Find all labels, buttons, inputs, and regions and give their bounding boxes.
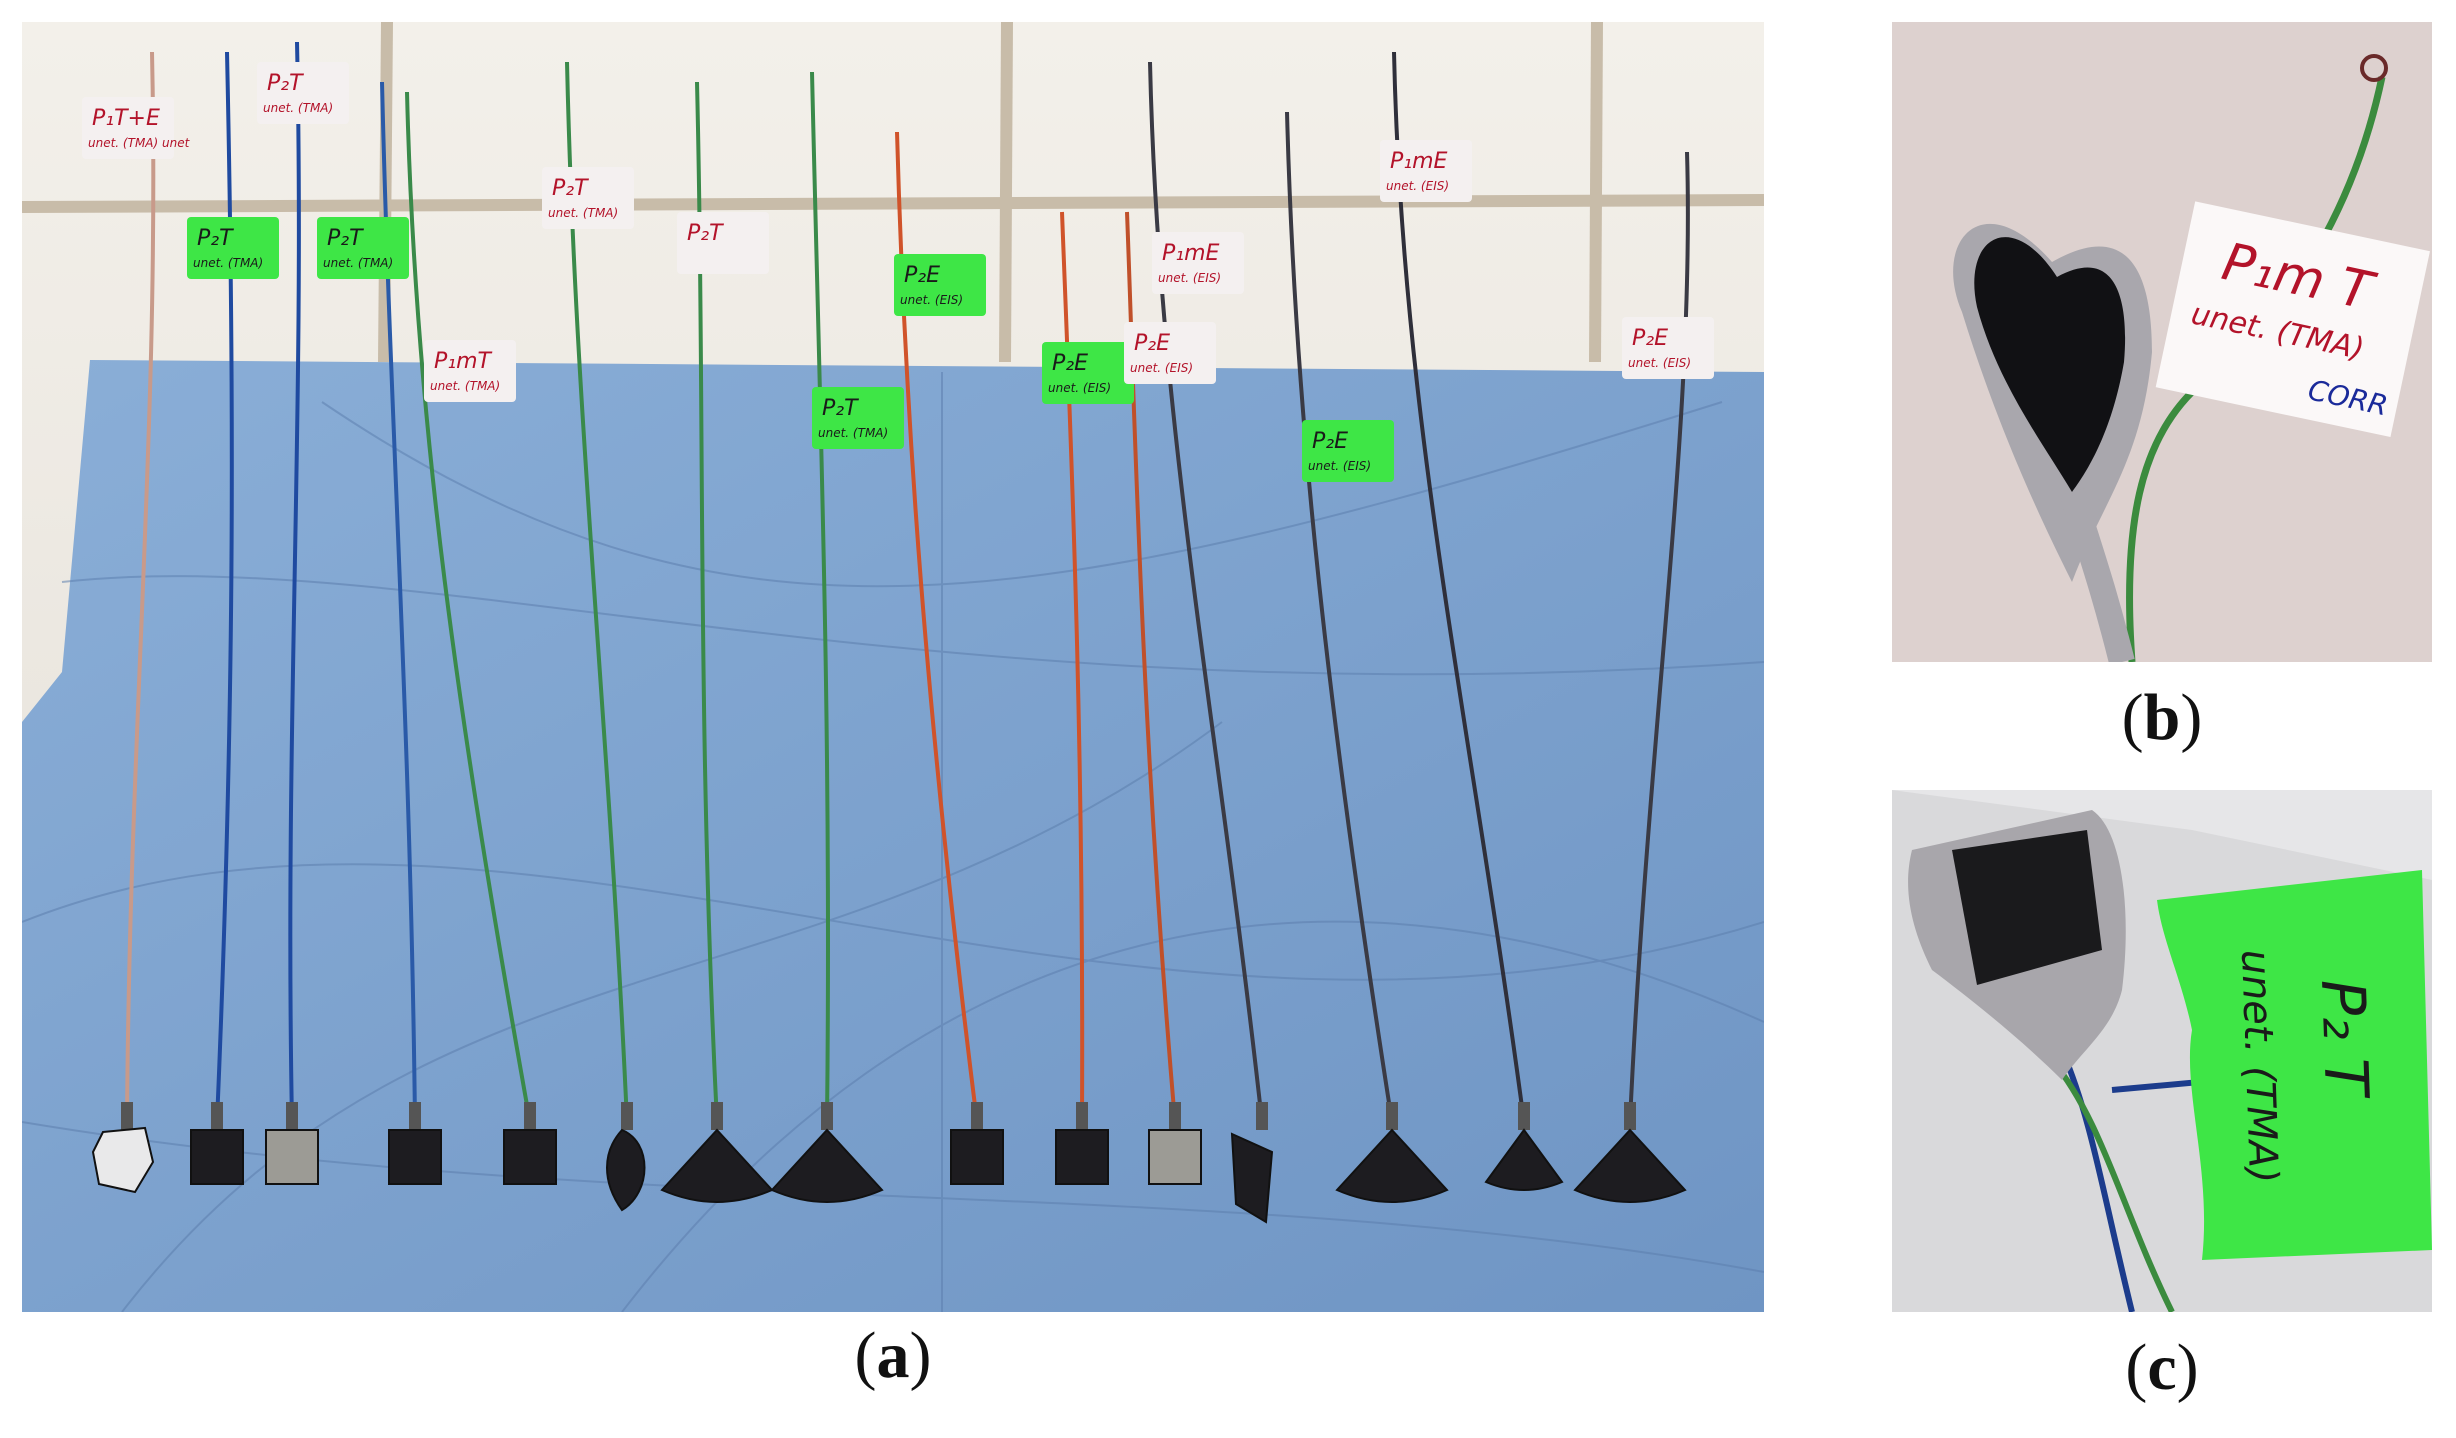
wire-green	[2049, 1058, 2175, 1312]
electrode-label-tag: P₂T unet. (TMA)	[542, 167, 634, 229]
electrode-sample	[1573, 1102, 1687, 1203]
electrode-sample	[606, 1102, 646, 1212]
electrode-sample	[770, 1102, 884, 1203]
electrode-label-tag: P₂E unet. (EIS)	[894, 254, 986, 316]
electrode-label-tag: P₂T unet. (TMA)	[257, 62, 349, 124]
tag-title: P₂E	[1312, 429, 1348, 454]
electrode-sample	[1055, 1102, 1109, 1185]
label-tag-c: P₂ T unet. (TMA)	[2157, 870, 2432, 1260]
electrode-sample	[388, 1102, 442, 1185]
tag-title: P₂T	[197, 226, 234, 251]
electrode-sample	[1230, 1102, 1274, 1224]
electrode-wire	[1060, 211, 1085, 1123]
blue-cloth	[22, 360, 1764, 1312]
tag-subtitle: unet. (EIS)	[1158, 271, 1221, 285]
tag-subtitle: unet. (TMA)	[323, 256, 393, 270]
tag-subtitle: unet. (TMA)	[430, 379, 500, 393]
tag-title: P₁mT	[434, 349, 493, 374]
electrode-wire	[1392, 51, 1526, 1123]
electrode-sample	[190, 1102, 244, 1185]
electrode-wire	[1148, 61, 1264, 1123]
tag-subtitle: unet. (TMA)	[818, 426, 888, 440]
electrode-wire	[288, 41, 301, 1123]
tag-title: P₂E	[1632, 326, 1668, 351]
caption-a: (a)	[854, 1319, 932, 1392]
electrode-label-tag: P₂T unet. (TMA)	[812, 387, 904, 449]
electrode-wire	[405, 91, 532, 1123]
electrode-label-tag: P₂T unet. (TMA)	[317, 217, 409, 279]
tag-title: P₂E	[1052, 351, 1088, 376]
electrode-wire	[810, 71, 831, 1123]
tag-subtitle: unet. (TMA)	[263, 101, 333, 115]
electrode-wire	[1285, 111, 1394, 1123]
electrode-label-tag: P₂E unet. (EIS)	[1302, 420, 1394, 482]
tag-subtitle: unet. (TMA)	[548, 206, 618, 220]
label-tag-b: P₁m T unet. (TMA) CORR	[2155, 201, 2430, 438]
wire-blue	[2059, 1048, 2135, 1312]
electrode-wire	[125, 51, 156, 1123]
photo-panel-c: P₂ T unet. (TMA)	[1892, 790, 2432, 1312]
tag-title: P₂T	[327, 226, 364, 251]
samples-group	[91, 1102, 1687, 1224]
tag-subtitle: unet. (EIS)	[1048, 381, 1111, 395]
caption-b: (b)	[2121, 681, 2203, 754]
tag-subtitle: unet. (TMA)	[193, 256, 263, 270]
tag-title: P₂T	[267, 71, 304, 96]
tag-title: P₂E	[904, 263, 940, 288]
electrode-sample	[660, 1102, 774, 1203]
electrode-wire	[1628, 151, 1690, 1123]
electrode-label-tag: P₂T unet. (TMA)	[187, 217, 279, 279]
electrode-wire	[215, 51, 234, 1123]
tag-subtitle: unet. (EIS)	[1628, 356, 1691, 370]
electrode-closeup-b: P₁m T unet. (TMA) CORR	[1892, 22, 2432, 662]
electrode-label-tag: P₁mE unet. (EIS)	[1152, 232, 1244, 294]
tag-title: P₂E	[1134, 331, 1170, 356]
photo-panel-b: P₁m T unet. (TMA) CORR	[1892, 22, 2432, 662]
caption-c: (c)	[2125, 1331, 2199, 1404]
electrode-label-tag: P₁mE unet. (EIS)	[1380, 140, 1472, 202]
tag-subtitle: unet. (EIS)	[1386, 179, 1449, 193]
tag-subtitle: unet. (EIS)	[1130, 361, 1193, 375]
tag-title: P₂T	[552, 176, 589, 201]
electrode-sample	[1484, 1102, 1564, 1191]
cloth-lines	[22, 372, 1764, 1312]
electrode-sample	[950, 1102, 1004, 1185]
electrode-sample	[1148, 1102, 1202, 1185]
electrode-label-tag: P₁T+E unet. (TMA) unet	[82, 97, 191, 159]
electrode-closeup-c: P₂ T unet. (TMA)	[1892, 790, 2432, 1312]
tag-title: P₂T	[822, 396, 859, 421]
tag-title: P₂T	[687, 221, 724, 246]
tag-title: P₁T+E	[92, 106, 160, 131]
tag-subtitle: unet. (EIS)	[900, 293, 963, 307]
electrode-sample	[265, 1102, 319, 1185]
tag-title: P₁mE	[1162, 241, 1220, 266]
electrode-sample	[1335, 1102, 1449, 1203]
wire-loop	[2360, 54, 2388, 82]
electrode-label-tag: P₂E unet. (EIS)	[1124, 322, 1216, 384]
electrode-label-tag: P₁mT unet. (TMA)	[424, 340, 516, 402]
tag-line2: unet. (TMA)	[2232, 949, 2286, 1184]
electrode-label-tag: P₂E unet. (EIS)	[1042, 342, 1134, 404]
sample-face	[1952, 830, 2102, 985]
sample-face	[1974, 237, 2126, 492]
electrode-wire	[1125, 211, 1177, 1123]
tag-subtitle: unet. (EIS)	[1308, 459, 1371, 473]
tag-line1: P₂ T	[2307, 978, 2381, 1101]
tag-title: P₁mE	[1390, 149, 1448, 174]
electrode-label-tag: P₂T	[677, 212, 769, 274]
tag-subtitle: unet. (TMA) unet	[88, 136, 191, 150]
electrode-sample	[503, 1102, 557, 1185]
electrode-label-tag: P₂E unet. (EIS)	[1622, 317, 1714, 379]
electrode-sample	[91, 1102, 155, 1194]
